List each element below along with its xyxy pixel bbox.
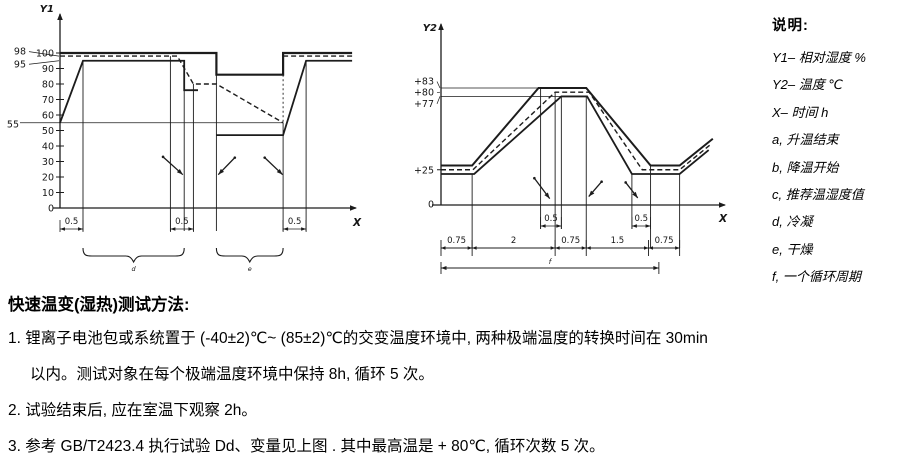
humidity-phase-brace bbox=[215, 247, 284, 264]
svg-text:0.5: 0.5 bbox=[634, 214, 648, 224]
svg-text:0.5: 0.5 bbox=[175, 217, 189, 227]
legend-item-y1: Y1– 相对湿度 % bbox=[772, 50, 866, 65]
svg-text:0: 0 bbox=[48, 204, 54, 215]
humidity-phase-brace bbox=[82, 247, 185, 264]
svg-text:98: 98 bbox=[14, 47, 26, 58]
humidity-droplines bbox=[82, 56, 307, 231]
legend-item-x: X– 时间 h bbox=[772, 104, 829, 120]
legend-item-e: e, 干燥 bbox=[772, 241, 813, 257]
legend-item-c: c, 推荐温湿度值 bbox=[772, 187, 864, 203]
figure-area: Y1X10090807060504030201009895550.50.50.5… bbox=[7, 4, 898, 291]
humidity-lower-limit-line bbox=[59, 59, 198, 124]
method-step-2: 2. 试验结束后, 应在室温下观察 2h。 bbox=[8, 402, 257, 419]
svg-text:0.5: 0.5 bbox=[288, 217, 302, 227]
svg-text:0.75: 0.75 bbox=[447, 236, 466, 246]
svg-text:+83: +83 bbox=[414, 76, 434, 87]
humidity-axes: Y1X1009080706050403020100989555 bbox=[7, 4, 362, 229]
legend-item-a: a, 升温结束 bbox=[772, 132, 839, 148]
svg-text:0.75: 0.75 bbox=[561, 236, 580, 246]
svg-text:X: X bbox=[718, 213, 728, 225]
svg-text:0.5: 0.5 bbox=[65, 217, 79, 227]
svg-text:+80: +80 bbox=[414, 88, 434, 99]
legend-item-d: d, 冷凝 bbox=[772, 214, 813, 230]
legend-item-f: f, 一个循环周期 bbox=[772, 269, 861, 285]
svg-text:50: 50 bbox=[42, 126, 54, 137]
legend-title: 说明: bbox=[772, 18, 809, 34]
method-step-1-continued: 以内。测试对象在每个极端温度环境中保持 8h, 循环 5 次。 bbox=[30, 366, 434, 383]
svg-text:X: X bbox=[352, 217, 362, 229]
temperature-droplines bbox=[471, 87, 681, 248]
humidity-lower-limit-dry-line bbox=[216, 59, 353, 137]
figure-legend: 说明: Y1– 相对湿度 % Y2– 温度 ℃ X– 时间 h a, 升温结束 … bbox=[772, 14, 898, 291]
svg-text:+77: +77 bbox=[414, 99, 434, 110]
svg-text:60: 60 bbox=[42, 111, 54, 122]
svg-text:55: 55 bbox=[7, 119, 19, 130]
svg-text:2: 2 bbox=[511, 236, 516, 246]
svg-text:d: d bbox=[132, 265, 137, 273]
svg-text:0.75: 0.75 bbox=[655, 236, 674, 246]
svg-text:40: 40 bbox=[42, 142, 54, 153]
method-step-3: 3. 参考 GB/T2423.4 执行试验 Dd、变量见上图 . 其中最高温是 … bbox=[8, 438, 605, 455]
temperature-recommended-line bbox=[441, 91, 712, 171]
svg-text:e: e bbox=[248, 265, 252, 273]
svg-text:1.5: 1.5 bbox=[611, 236, 625, 246]
temperature-upper-limit-line bbox=[441, 86, 714, 167]
svg-text:f: f bbox=[549, 258, 553, 266]
svg-text:10: 10 bbox=[42, 188, 54, 199]
method-title: 快速温变(湿热)测试方法: bbox=[8, 296, 190, 314]
svg-text:Y1: Y1 bbox=[40, 4, 54, 15]
humidity-chart: Y1X10090807060504030201009895550.50.50.5… bbox=[7, 4, 362, 273]
legend-item-y2: Y2– 温度 ℃ bbox=[772, 77, 843, 93]
svg-text:90: 90 bbox=[42, 64, 54, 75]
test-profile-charts: Y1X10090807060504030201009895550.50.50.5… bbox=[7, 4, 728, 274]
svg-text:95: 95 bbox=[14, 59, 26, 70]
temperature-chart: Y2X +83+80+77 +25 0 0.5 0.5 0.75 2 0.75 1.5 0.75 f bbox=[414, 23, 728, 274]
svg-text:+25: +25 bbox=[414, 165, 434, 176]
svg-text:30: 30 bbox=[42, 157, 54, 168]
temperature-lower-limit-line bbox=[441, 95, 710, 175]
svg-text:Y2: Y2 bbox=[423, 23, 437, 34]
method-section: 快速温变(湿热)测试方法: 1. 锂离子电池包或系统置于 (-40±2)℃~ (… bbox=[0, 290, 900, 458]
method-step-1: 1. 锂离子电池包或系统置于 (-40±2)℃~ (85±2)℃的交变温度环境中… bbox=[8, 330, 708, 347]
svg-text:80: 80 bbox=[42, 80, 54, 91]
legend-item-b: b, 降温开始 bbox=[772, 159, 839, 175]
temperature-axes: Y2X +83+80+77 +25 0 bbox=[414, 23, 728, 225]
humidity-recommended-line bbox=[60, 55, 284, 124]
svg-text:20: 20 bbox=[42, 173, 54, 184]
svg-text:0.5: 0.5 bbox=[544, 214, 558, 224]
svg-text:70: 70 bbox=[42, 95, 54, 106]
humidity-upper-limit-line bbox=[60, 51, 353, 76]
svg-text:0: 0 bbox=[428, 200, 434, 211]
